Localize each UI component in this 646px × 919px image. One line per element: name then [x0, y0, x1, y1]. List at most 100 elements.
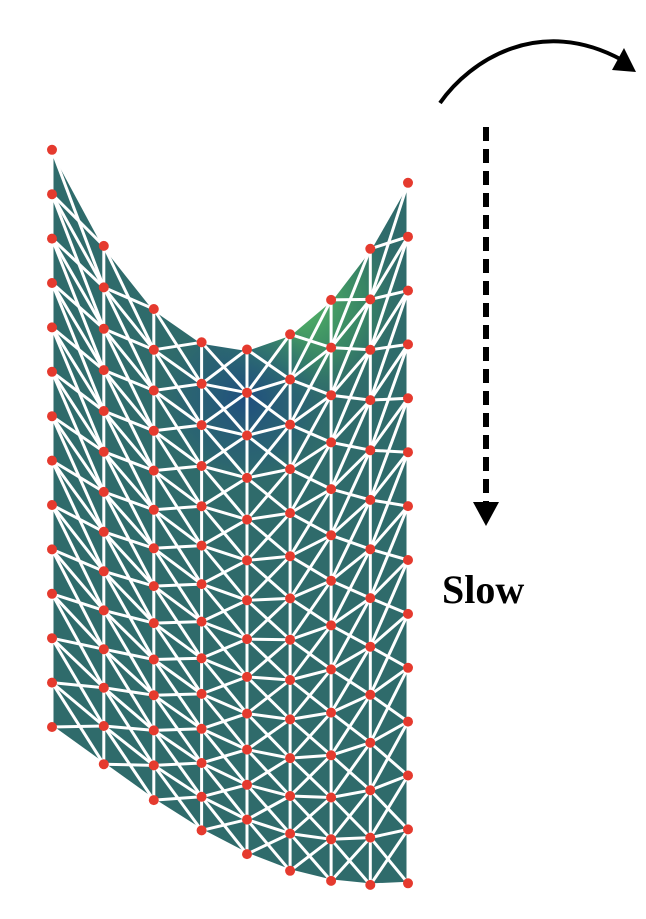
mesh-edge — [289, 346, 333, 381]
mesh-edge — [50, 459, 106, 533]
mesh-edge — [246, 332, 291, 351]
mesh-vertices — [47, 144, 413, 890]
mesh-edge — [50, 149, 106, 247]
mesh-edge — [330, 498, 372, 537]
mesh-edge — [51, 503, 105, 534]
mesh-vertex — [196, 758, 207, 768]
mesh-edge — [200, 829, 248, 856]
mesh-edge — [51, 548, 105, 573]
mesh-edge — [201, 675, 248, 696]
mesh-vertex — [365, 395, 376, 406]
mesh-edge — [103, 569, 155, 588]
mesh-edge — [330, 879, 371, 887]
mesh-vertex — [403, 177, 413, 188]
mesh-vertex — [365, 544, 376, 555]
curved-arrow-icon — [438, 39, 636, 105]
mesh-edge — [50, 637, 105, 689]
mesh-edge — [200, 391, 248, 427]
mesh-edge — [50, 415, 106, 533]
mesh-vertex — [365, 737, 376, 748]
mesh-vertex — [285, 464, 296, 475]
mesh-edge — [152, 429, 203, 468]
mesh-edge — [102, 724, 155, 767]
mesh-edge — [330, 596, 372, 627]
mesh-edge — [369, 666, 409, 697]
mesh-edge — [330, 788, 371, 799]
mesh-vertex — [98, 282, 109, 293]
mesh-edge — [201, 382, 248, 395]
mesh-vertex — [196, 461, 207, 471]
mesh-edge — [102, 609, 155, 661]
mesh-vertex — [98, 682, 109, 693]
mesh-vertex — [98, 644, 109, 655]
mesh-edge — [201, 544, 248, 562]
mesh-edge — [51, 592, 105, 612]
mesh-edge — [329, 349, 372, 443]
mesh-edge — [245, 597, 292, 641]
mesh-edge — [246, 511, 291, 522]
mesh-edge — [51, 414, 105, 453]
mesh-vertex — [196, 378, 207, 389]
mesh-edge — [102, 686, 156, 767]
mesh-edge — [51, 681, 105, 728]
mesh-edge — [329, 449, 372, 536]
mesh-vertex — [326, 294, 337, 305]
mesh-edge — [329, 548, 372, 627]
mesh-edge — [289, 869, 332, 883]
mesh-vertex — [326, 342, 337, 353]
mesh-edge — [369, 289, 410, 351]
mesh-edge — [288, 488, 333, 557]
mesh-edge — [102, 244, 155, 310]
mesh-vertex — [326, 707, 337, 718]
mesh-edge — [289, 623, 332, 642]
mesh-vertex — [326, 437, 337, 448]
mesh-edge — [51, 370, 105, 413]
mesh-edge — [50, 371, 106, 493]
mesh-edge — [329, 693, 372, 757]
mesh-edge — [102, 686, 155, 732]
mesh-edge — [369, 828, 410, 886]
mesh-edge — [288, 832, 333, 882]
mesh-vertex — [285, 675, 296, 685]
mesh-edge — [246, 712, 291, 721]
mesh-edge — [329, 348, 372, 397]
mesh-vertex — [47, 544, 57, 555]
mesh-edge — [200, 518, 248, 547]
mesh-vertex — [196, 420, 207, 431]
mesh-edge — [289, 757, 333, 799]
mesh-vertex — [365, 445, 376, 456]
mesh-vertex — [148, 690, 159, 701]
mesh-edge — [369, 505, 410, 551]
mesh-vertex — [148, 795, 159, 806]
mesh-edge — [330, 796, 372, 839]
mesh-vertex — [403, 662, 413, 673]
mesh-edge — [103, 286, 155, 311]
mesh-edge — [245, 333, 292, 394]
mesh-vertex — [403, 716, 413, 727]
mesh-vertex — [196, 653, 207, 664]
mesh-edge — [329, 741, 372, 799]
mesh-edge — [51, 326, 105, 372]
mesh-vertex — [196, 337, 207, 348]
mesh-vertex — [196, 791, 207, 802]
mesh-edge — [152, 658, 203, 696]
mesh-edge — [152, 547, 203, 586]
mesh-edge — [103, 608, 155, 625]
mesh-edge — [152, 307, 203, 344]
speed-label: Slow — [442, 567, 525, 612]
mesh-edge — [288, 346, 333, 426]
mesh-vertex — [98, 566, 109, 577]
mesh-vertex — [148, 304, 159, 314]
mesh-edge — [368, 505, 410, 599]
mesh-vertex — [403, 770, 413, 781]
mesh-edge — [330, 693, 371, 714]
mesh-edge — [369, 774, 410, 839]
mesh-edge — [153, 692, 202, 697]
mesh-edge — [289, 711, 332, 721]
mesh-vertex — [403, 339, 413, 350]
mesh-vertex — [242, 708, 252, 719]
mesh-vertex — [326, 620, 337, 631]
mesh-vertex — [326, 792, 337, 803]
mesh-edge — [153, 620, 202, 625]
mesh-edge — [50, 282, 106, 371]
